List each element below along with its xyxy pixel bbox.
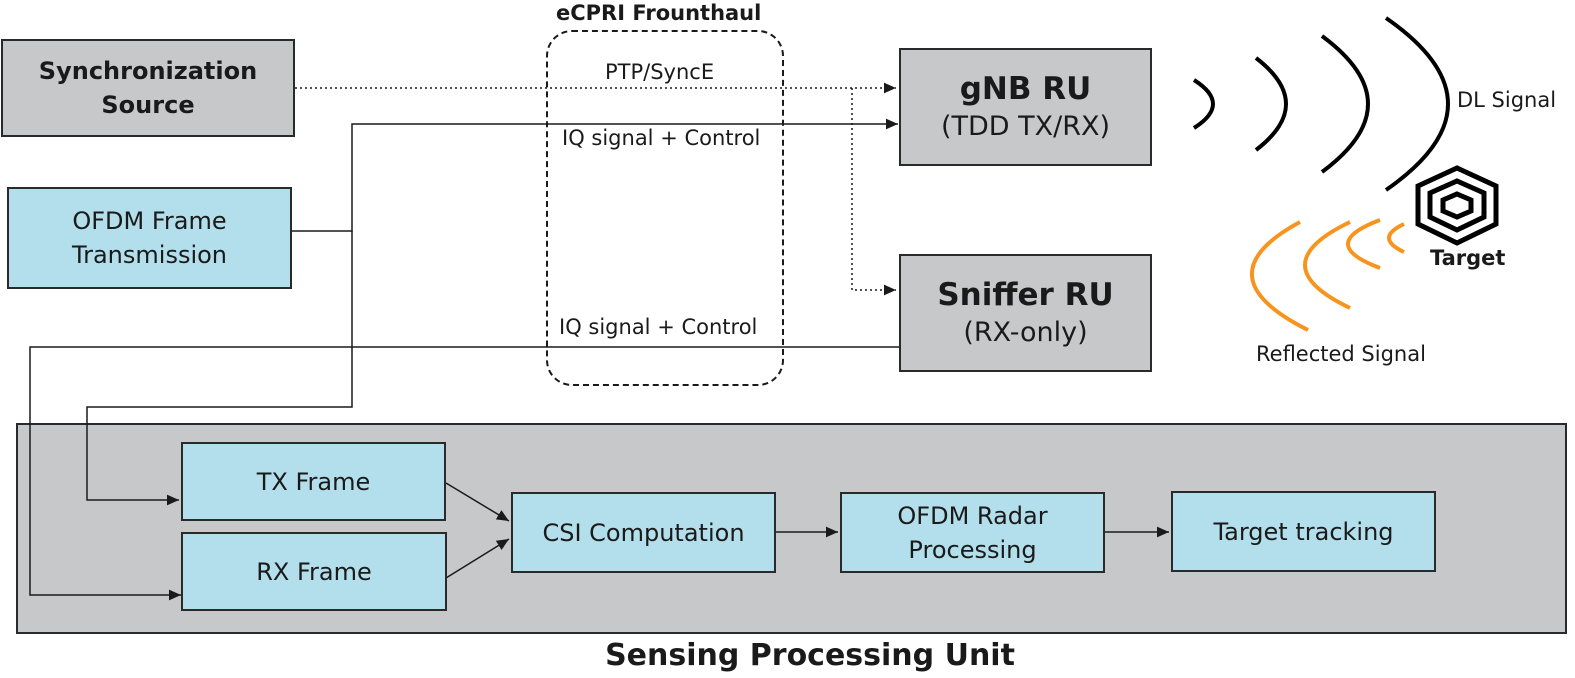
sync-source-line2: Source <box>101 91 195 119</box>
iq-label-bottom: IQ signal + Control <box>559 315 758 339</box>
ptp-branch-line <box>851 88 896 296</box>
csi-computation-box: CSI Computation <box>511 492 776 573</box>
reflected-wave-2 <box>1346 218 1381 270</box>
target-icon <box>1415 165 1499 246</box>
tracking-label: Target tracking <box>1213 517 1394 546</box>
sniffer-ru-title: Sniffer RU <box>937 277 1114 313</box>
ofdm-to-tx-frame-line <box>86 231 353 506</box>
sniffer-ru-box: Sniffer RU (RX-only) <box>899 254 1152 372</box>
radar-line1: OFDM Radar <box>897 501 1048 530</box>
ofdm-tx-line2: Transmission <box>71 241 228 269</box>
synchronization-source-box: Synchronization Source <box>1 39 295 137</box>
reflected-wave-4 <box>1250 220 1309 332</box>
tx-frame-box: TX Frame <box>181 442 446 521</box>
sync-source-line1: Synchronization <box>38 57 258 85</box>
tx-frame-label: TX Frame <box>256 467 371 496</box>
dl-wave-2 <box>1254 56 1288 152</box>
dl-signal-label: DL Signal <box>1457 88 1557 112</box>
radar-line2: Processing <box>908 535 1037 564</box>
iq-label-top: IQ signal + Control <box>562 126 761 150</box>
gnb-ru-box: gNB RU (TDD TX/RX) <box>899 48 1152 166</box>
fronthaul-title: eCPRI Frounthaul <box>556 1 762 25</box>
target-label: Target <box>1430 246 1506 270</box>
ptp-label: PTP/SyncE <box>605 60 715 84</box>
reflected-signal-label: Reflected Signal <box>1256 342 1426 366</box>
ofdm-frame-transmission-box: OFDM Frame Transmission <box>7 187 292 289</box>
sniffer-ru-subtitle: (RX-only) <box>963 317 1088 348</box>
reflected-wave-3 <box>1303 220 1351 310</box>
reflected-wave-1 <box>1387 222 1405 254</box>
target-tracking-box: Target tracking <box>1171 491 1436 572</box>
sniffer-to-rx-frame-line <box>29 346 900 601</box>
csi-label: CSI Computation <box>542 518 745 547</box>
gnb-ru-subtitle: (TDD TX/RX) <box>940 111 1111 142</box>
rx-to-csi-arrow <box>445 538 510 579</box>
rx-frame-box: RX Frame <box>181 532 447 611</box>
ofdm-tx-line1: OFDM Frame <box>72 207 227 235</box>
ofdm-radar-processing-box: OFDM Radar Processing <box>840 492 1105 573</box>
ecpri-fronthaul-region <box>546 30 784 386</box>
dl-wave-1 <box>1192 78 1215 130</box>
gnb-ru-title: gNB RU <box>959 71 1092 107</box>
dl-wave-4 <box>1384 16 1450 192</box>
tx-to-csi-arrow <box>445 482 510 522</box>
spu-title: Sensing Processing Unit <box>605 638 1015 673</box>
dl-wave-3 <box>1320 34 1370 174</box>
iq-to-gnb-line <box>292 118 898 232</box>
rx-frame-label: RX Frame <box>256 557 372 586</box>
